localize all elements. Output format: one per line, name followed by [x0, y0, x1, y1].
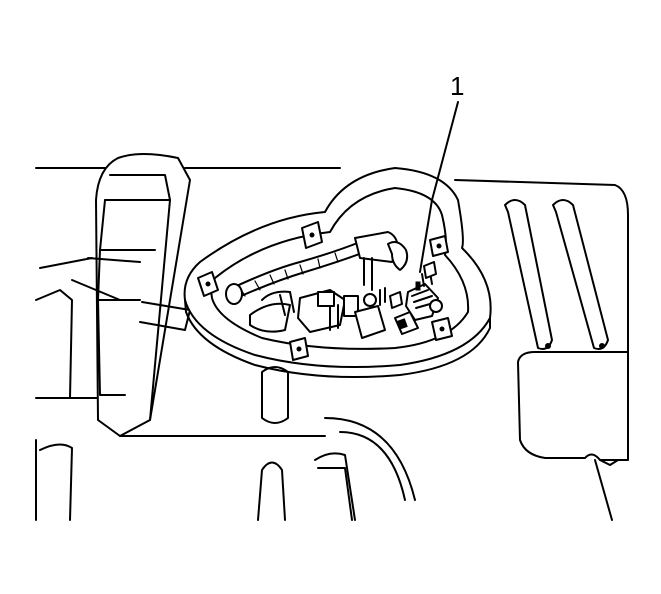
fuel-hose-and-harness: [225, 231, 409, 333]
lower-tank-bumps: [39, 366, 416, 521]
callout-1: 1: [419, 71, 464, 273]
pump-internal-components: [279, 261, 443, 339]
left-tank-rib: [35, 153, 191, 437]
fuel-tank-top-surface: [35, 167, 629, 521]
right-tank-pad: [517, 351, 629, 466]
callout-leader-1: [419, 101, 459, 273]
callout-label-1: 1: [450, 71, 464, 101]
right-tank-ribs: [504, 199, 609, 350]
fuel-pump-module-flange: [183, 167, 492, 379]
